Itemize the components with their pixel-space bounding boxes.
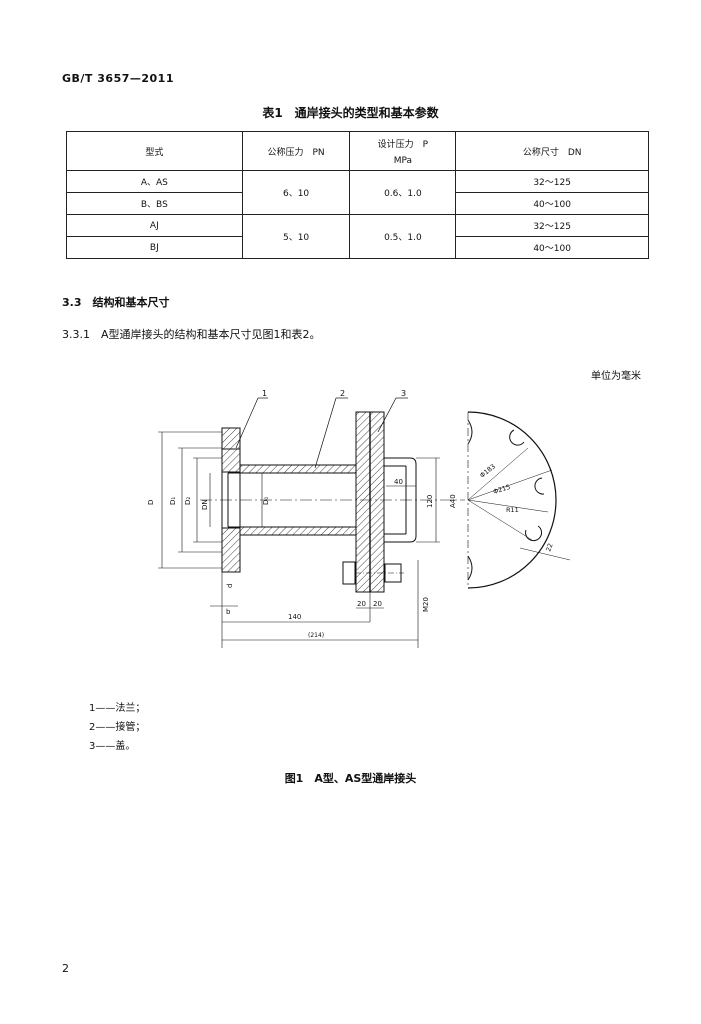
dim-phi215: Φ215 (492, 483, 511, 496)
section-heading: 3.3 结构和基本尺寸 (62, 296, 170, 309)
bolt (342, 561, 404, 585)
header-p-label: 设计压力 P (377, 139, 429, 150)
dimension-labels: D D₁ D₂ DN D₀ d b 140 (214) 20 20 40 120… (147, 478, 457, 639)
dim-40: 40 (394, 478, 403, 486)
callout-leaders (235, 397, 408, 469)
table-row: A、AS 6、10 0.6、1.0 32～125 (66, 170, 649, 215)
flange-section (221, 427, 241, 573)
table-header-row: 型式 公称压力 PN 设计压力 P MPa 公称尺寸 DN (66, 131, 649, 171)
unit-note: 单位为毫米 (591, 371, 641, 382)
cell-p: 0.5、1.0 (349, 214, 457, 259)
dim-d: d (226, 584, 234, 588)
technical-drawing: 1 2 3 D D₁ D₂ DN D₀ d b (147, 389, 571, 648)
figure-caption: 图1 A型、AS型通岸接头 (284, 772, 417, 785)
dim-D0: D₀ (262, 497, 270, 505)
header-dn: 公称尺寸 DN (455, 131, 649, 171)
dim-D2: D₂ (184, 497, 192, 505)
header-type: 型式 (66, 131, 243, 171)
cell-pn: 6、10 (241, 170, 351, 215)
dim-DN: DN (201, 499, 209, 510)
cell-dn: 40～100 (455, 236, 649, 259)
table-row: BJ 40～100 (66, 236, 649, 259)
table-row: AJ 5、10 0.5、1.0 32～125 (66, 214, 649, 259)
cell-type: AJ (66, 214, 243, 237)
cell-type: A、AS (66, 170, 243, 193)
diameter-dimension-lines (158, 431, 440, 569)
dim-M20: M20 (422, 597, 430, 612)
dim-120: 120 (426, 495, 434, 508)
cell-p: 0.6、1.0 (349, 170, 457, 215)
dim-20-right: 20 (373, 600, 382, 608)
legend-item: 3——盖。 (89, 741, 136, 752)
side-view (467, 411, 571, 589)
page-number: 2 (62, 962, 69, 975)
callout-1: 1 (262, 389, 267, 398)
cover-plate-section (355, 411, 385, 593)
dim-b: b (226, 608, 231, 616)
dim-D1: D₁ (169, 497, 177, 505)
dim-140: 140 (288, 613, 301, 621)
cap-outline (384, 457, 417, 543)
table-row: B、BS 40～100 (66, 192, 649, 215)
cell-type: B、BS (66, 192, 243, 215)
cell-dn: 40～100 (455, 192, 649, 215)
dim-R11: R11 (506, 506, 519, 514)
legend-item: 2——接管； (89, 722, 146, 733)
legend-item: 1——法兰； (89, 703, 146, 714)
header-pn: 公称压力 PN (241, 131, 351, 171)
parameter-table: 型式 公称压力 PN 设计压力 P MPa 公称尺寸 DN A、AS 6、10 … (66, 131, 649, 259)
dim-A40: A40 (449, 494, 457, 508)
header-p-unit: MPa (393, 155, 413, 166)
standard-code: GB/T 3657—2011 (62, 72, 174, 85)
header-design-pressure: 设计压力 P MPa (349, 131, 457, 171)
dim-22: 22 (544, 542, 554, 553)
length-dimension-lines (210, 560, 419, 648)
side-view-labels: Φ183 Φ215 R11 22 (478, 462, 554, 552)
callout-3: 3 (401, 389, 406, 398)
table-caption: 表1 通岸接头的类型和基本参数 (262, 106, 439, 120)
cell-dn: 32～125 (455, 170, 649, 193)
cell-type: BJ (66, 236, 243, 259)
dim-D: D (147, 500, 155, 505)
dim-214: (214) (308, 632, 324, 639)
cell-pn: 5、10 (241, 214, 351, 259)
cell-dn: 32～125 (455, 214, 649, 237)
callout-labels: 1 2 3 (262, 389, 406, 398)
section-text: 3.3.1 A型通岸接头的结构和基本尺寸见图1和表2。 (62, 328, 321, 341)
callout-2: 2 (340, 389, 345, 398)
dim-20-left: 20 (357, 600, 366, 608)
